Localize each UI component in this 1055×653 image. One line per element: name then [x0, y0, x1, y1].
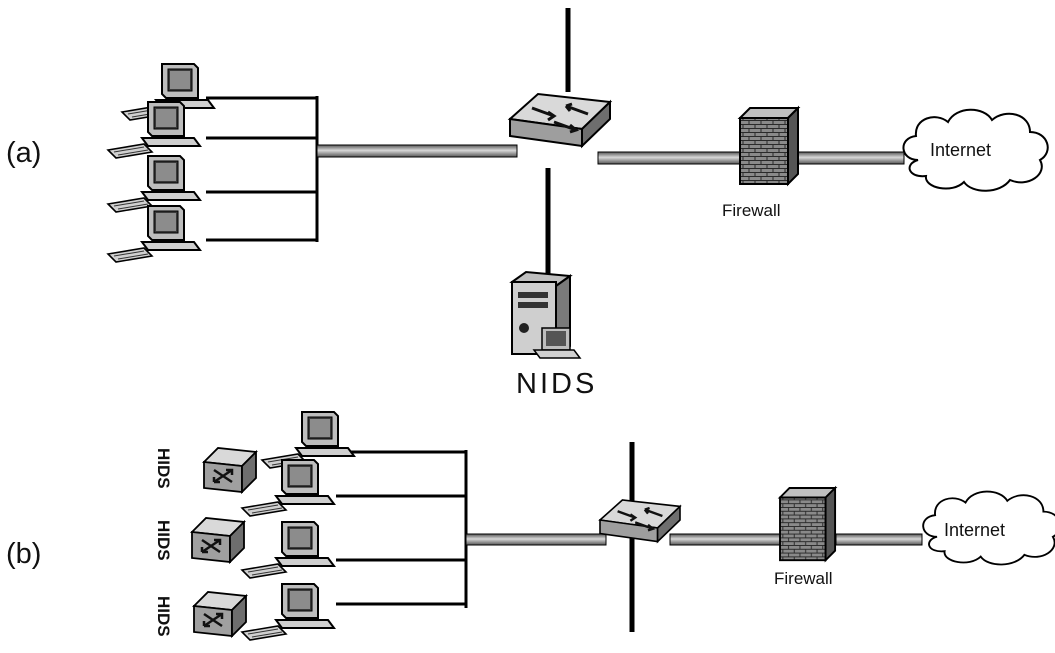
switch-firewall-link-a	[598, 152, 748, 164]
workstation-group-b	[242, 412, 354, 640]
switch-firewall-link-b	[670, 534, 782, 545]
nids-server-icon	[512, 272, 580, 358]
lan-bus-a	[206, 96, 317, 242]
lan-bus-b	[336, 450, 466, 608]
firewall-label-a: Firewall	[722, 201, 781, 220]
switch-icon	[510, 94, 610, 146]
nids-label: NIDS	[516, 368, 597, 400]
computer-icon	[242, 584, 334, 640]
computer-icon	[242, 522, 334, 578]
switch-icon	[600, 500, 680, 542]
backbone-link-a	[317, 145, 517, 157]
firewall-label-b: Firewall	[774, 569, 833, 588]
internet-label-b: Internet	[944, 520, 1005, 540]
hids-device-icon	[192, 518, 244, 562]
computer-icon	[108, 156, 200, 212]
hids-device-icon	[194, 592, 246, 636]
hids-label: HIDS	[154, 448, 173, 489]
diagram-b: (b) HIDS HIDS HIDS	[6, 412, 1055, 640]
firewall-icon	[780, 488, 835, 560]
firewall-internet-link-a	[798, 152, 904, 164]
computer-icon	[108, 102, 200, 158]
panel-label-b: (b)	[6, 538, 41, 570]
computer-icon	[108, 206, 200, 262]
panel-label-a: (a)	[6, 137, 41, 169]
internet-label-a: Internet	[930, 140, 991, 160]
firewall-icon	[740, 108, 798, 184]
firewall-internet-link-b	[836, 534, 922, 545]
backbone-link-b	[466, 534, 606, 545]
hids-label: HIDS	[154, 596, 173, 637]
workstation-group-a	[108, 64, 214, 262]
hids-label: HIDS	[154, 520, 173, 561]
diagram-a: (a) Firewall Internet NIDS	[6, 8, 1048, 400]
hids-device-icon	[204, 448, 256, 492]
